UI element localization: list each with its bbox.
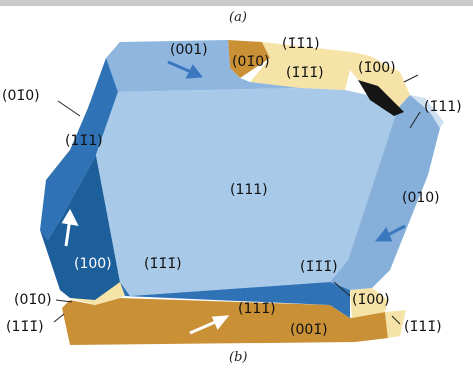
face-yellow-top-m100 [350, 52, 410, 108]
face-left-deep [40, 58, 118, 240]
arrow-top [167, 60, 203, 79]
arrow-left [61, 208, 79, 247]
face-center-111 [96, 88, 398, 296]
label-top-m100: (1̄00) [358, 60, 396, 76]
face-right-edge [410, 95, 444, 128]
label-bottom-11m1: (111̄) [238, 301, 276, 317]
label-right-m111: (1̄11) [424, 99, 462, 115]
face-yellow-br2 [385, 310, 406, 338]
label-bl-100: (100) [74, 256, 112, 272]
label-right-010: (010) [402, 190, 440, 206]
arrow-right [374, 224, 406, 242]
label-bl-0m10: (01̄0) [14, 292, 52, 308]
label-bottom-00m1: (001̄) [290, 322, 328, 338]
face-right-010 [330, 95, 440, 290]
face-left-dark [40, 155, 120, 300]
face-yellow-br [350, 288, 388, 318]
face-gold-top-0m10 [228, 40, 270, 78]
leader-lines [53, 74, 421, 325]
label-top-m1m11: (1̄1̄1) [282, 36, 320, 52]
face-yellow-bl [70, 280, 125, 305]
arrow-bottom [189, 315, 230, 335]
label-br-m1m1m1: (1̄1̄1̄) [300, 259, 338, 275]
face-top-001 [106, 40, 300, 92]
label-left-0m10: (01̄0) [2, 88, 40, 104]
face-bottom-11m1 [120, 282, 350, 318]
label-left-1m11: (11̄1) [65, 133, 103, 149]
label-top-0m10: (01̄0) [232, 54, 270, 70]
label-top-001: (001) [170, 42, 208, 58]
top-divider [0, 0, 473, 6]
face-yellow-top [250, 42, 352, 90]
label-center-111: (111) [230, 182, 268, 198]
label-br-m100: (1̄00) [352, 292, 390, 308]
caption-b: (b) [229, 350, 248, 365]
label-br-m11m1: (1̄11̄) [404, 319, 442, 335]
label-top-m1m1m1: (1̄1̄1̄) [286, 65, 324, 81]
dark-wedge [358, 80, 404, 116]
caption-a: (a) [229, 10, 247, 25]
face-gold-bottom [62, 298, 388, 345]
label-bl-1m1m1: (11̄1̄) [6, 319, 44, 335]
label-bl-m1m1m1: (1̄1̄1̄) [144, 256, 182, 272]
